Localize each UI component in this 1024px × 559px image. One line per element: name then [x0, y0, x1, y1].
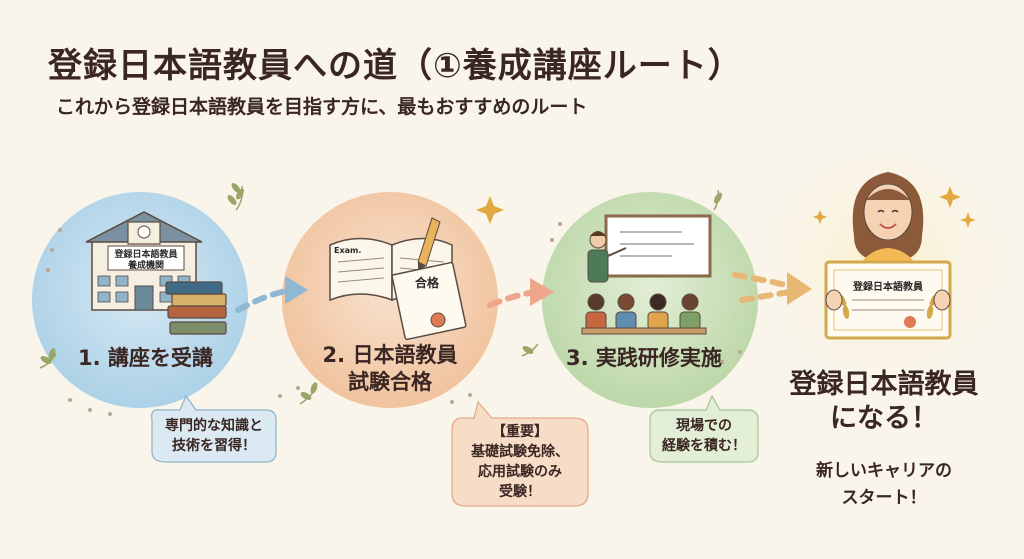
goal-certificate-text: 登録日本語教員 — [853, 282, 923, 293]
bubble-1-line-1: 専門的な知識と — [165, 418, 263, 434]
teacher-icon — [587, 231, 627, 283]
arrow-icon — [732, 272, 793, 303]
step1-label: 1. 講座を受講 — [78, 346, 213, 370]
bubble-3 — [649, 394, 759, 463]
goal-title-line-1: 登録日本語教員 — [789, 369, 979, 400]
page-title: 登録日本語教員への道（①養成講座ルート） — [48, 46, 743, 86]
bubble-3-text: 現場での 経験を積む！ — [650, 416, 758, 456]
step2-label-line-1: 2. 日本語教員 — [322, 343, 458, 367]
sparkle-icon — [476, 186, 976, 228]
bubble-2-line-1: 【重要】 — [492, 424, 548, 440]
step3-label: 3. 実践研修実施 — [566, 346, 722, 370]
bubble-1 — [151, 394, 277, 463]
page-subtitle: これから登録日本語教員を目指す方に、最もおすすめのルート — [56, 96, 588, 118]
bubble-2-line-4: 受験！ — [499, 484, 541, 500]
bubble-2-line-2: 基礎試験免除、 — [471, 444, 569, 460]
goal-title-line-2: になる！ — [830, 403, 938, 434]
bubble-2-line-3: 応用試験のみ — [478, 464, 562, 480]
step2-label-line-2: 試験合格 — [348, 370, 432, 394]
certificate-pass-text: 合格 — [415, 276, 440, 290]
leaf-sprig-icon — [39, 183, 722, 405]
school-sign-text: 登録日本語教員 養成機関 — [110, 250, 182, 272]
certificate-icon — [391, 261, 467, 341]
whiteboard-icon — [604, 214, 712, 278]
goal-title: 登録日本語教員 になる！ — [768, 368, 1000, 436]
arrow-icon — [235, 287, 293, 313]
step2-label: 2. 日本語教員 試験合格 — [322, 342, 458, 396]
goal-subtitle-line-2: スタート！ — [841, 488, 927, 508]
arrow-icon — [787, 272, 812, 305]
school-sign-line-2: 養成機関 — [127, 261, 164, 271]
school-sign-line-1: 登録日本語教員 — [114, 250, 178, 260]
bubble-3-line-1: 現場での — [676, 418, 732, 434]
goal-subtitle: 新しいキャリアの スタート！ — [768, 458, 1000, 512]
bubble-3-line-2: 経験を積む！ — [662, 438, 746, 454]
bubble-1-text: 専門的な知識と 技術を習得！ — [152, 416, 276, 456]
dotted-trail — [46, 222, 742, 416]
bubble-2-text: 【重要】 基礎試験免除、 応用試験のみ 受験！ — [452, 422, 588, 502]
bubble-2 — [451, 400, 589, 507]
arrow-icon — [530, 278, 554, 306]
bubble-1-line-2: 技術を習得！ — [172, 438, 256, 454]
students-icon — [581, 293, 707, 335]
book-exam-text: Exam. — [334, 246, 362, 255]
arrow-icon — [285, 276, 308, 304]
books-icon — [165, 281, 227, 335]
goal-subtitle-line-1: 新しいキャリアの — [816, 461, 952, 481]
